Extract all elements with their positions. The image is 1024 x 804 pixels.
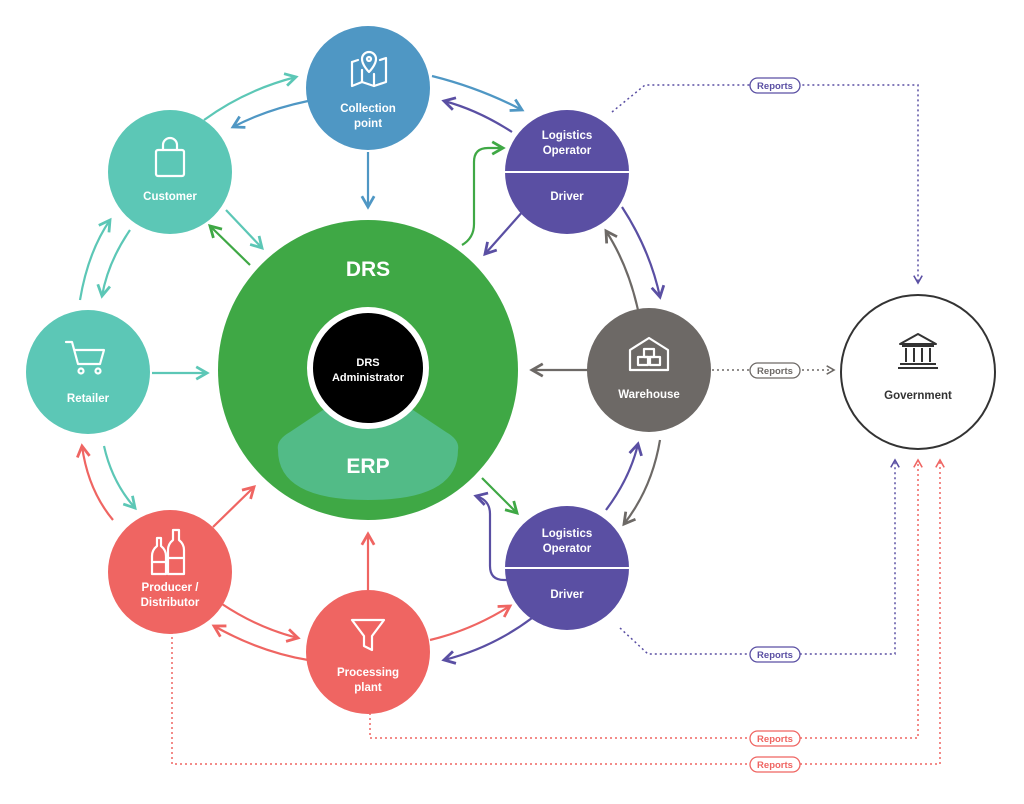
arrow-logistics-to-warehouse (621, 206, 666, 300)
government-building-icon (898, 333, 938, 369)
logistics-bottom-line2: Operator (543, 543, 592, 555)
customer-label: Customer (143, 191, 197, 203)
report-line-producer (171, 458, 945, 765)
report-pill-warehouse: Reports (749, 362, 801, 379)
report-pill-top-text: Reports (757, 81, 793, 92)
arrow-collection-to-customer (230, 99, 309, 129)
drs-title: DRS (346, 258, 390, 281)
report-pill-warehouse-text: Reports (757, 366, 793, 377)
node-logistics-operator-top: Logistics Operator Driver (505, 110, 629, 234)
arrow-logistics-to-collection (441, 96, 513, 133)
map-pin-icon (350, 50, 388, 88)
logistics-bottom-line1: Logistics (542, 528, 592, 540)
arrow-logistics-top-to-drs (483, 209, 525, 257)
arrow-customer-to-retailer (96, 229, 131, 299)
node-government: Government (840, 294, 996, 450)
node-logistics-operator-bottom: Logistics Operator Driver (505, 506, 629, 630)
logistics-top-line1: Logistics (542, 130, 592, 142)
arrow-drs-to-logistics-top (461, 140, 506, 246)
arrow-drs-to-logistics-bottom (481, 477, 519, 515)
processing-line2: plant (354, 682, 382, 694)
arrow-retailer-to-producer (102, 445, 137, 511)
node-warehouse: Warehouse (587, 308, 711, 432)
arrow-customer-to-drs (225, 209, 264, 251)
collection-point-line1: Collection (340, 103, 396, 115)
arrow-drs-to-customer (207, 224, 251, 266)
arrow-warehouse-to-logistics (604, 228, 640, 311)
shopping-bag-icon (154, 136, 186, 178)
report-pill-logistics-bottom-text: Reports (757, 650, 793, 661)
drs-administrator-line2: Administrator (332, 372, 405, 384)
report-pill-logistics-bottom: Reports (749, 646, 801, 663)
report-line-processing (369, 458, 923, 739)
warehouse-label: Warehouse (618, 389, 680, 401)
report-pill-processing: Reports (749, 730, 801, 747)
arrow-retailer-to-customer (78, 217, 112, 301)
arrow-warehouse-to-logistics-bottom (622, 439, 662, 527)
warehouse-icon (628, 336, 670, 372)
processing-line1: Processing (337, 667, 399, 679)
drs-circle: DRS ERP DRS Administrator (218, 220, 518, 520)
node-collection-point: Collection point (306, 26, 430, 150)
node-processing-plant: Processing plant (306, 590, 430, 714)
arrow-processing-to-producer (211, 624, 309, 662)
driver-top-label: Driver (550, 191, 584, 203)
collection-point-line2: point (354, 118, 382, 130)
node-retailer: Retailer (26, 310, 150, 434)
erp-segment (277, 404, 459, 500)
arrow-customer-to-collection (203, 72, 299, 121)
arrow-collection-to-logistics (431, 74, 525, 112)
node-producer-distributor: Producer / Distributor (108, 510, 232, 634)
producer-line1: Producer / (142, 582, 200, 594)
arrow-producer-to-drs (212, 485, 256, 528)
report-line-logistics-bottom (619, 458, 900, 655)
arrow-logistics-to-processing (441, 617, 533, 665)
report-pill-processing-text: Reports (757, 734, 793, 745)
retailer-label: Retailer (67, 393, 110, 405)
bottles-icon (150, 528, 186, 576)
report-pill-producer-text: Reports (757, 760, 793, 771)
report-line-logistics-top (611, 84, 923, 285)
arrow-logistics-bottom-to-warehouse (605, 441, 643, 511)
arrow-producer-to-processing (221, 603, 301, 643)
funnel-icon (350, 618, 386, 652)
drs-administrator-core (307, 307, 429, 429)
shopping-cart-icon (64, 340, 106, 375)
arrow-producer-to-retailer (76, 443, 114, 521)
logistics-top-line2: Operator (543, 145, 592, 157)
report-pill-top: Reports (749, 77, 801, 94)
arrow-processing-to-logistics (429, 604, 513, 642)
government-label: Government (884, 390, 952, 402)
node-customer: Customer (108, 110, 232, 234)
arrow-logistics-bottom-to-drs (473, 491, 510, 582)
flow-arrows (76, 72, 666, 665)
erp-label: ERP (346, 455, 389, 478)
report-pill-producer: Reports (749, 756, 801, 773)
driver-bottom-label: Driver (550, 589, 584, 601)
drs-administrator-line1: DRS (356, 357, 379, 369)
producer-line2: Distributor (141, 597, 200, 609)
